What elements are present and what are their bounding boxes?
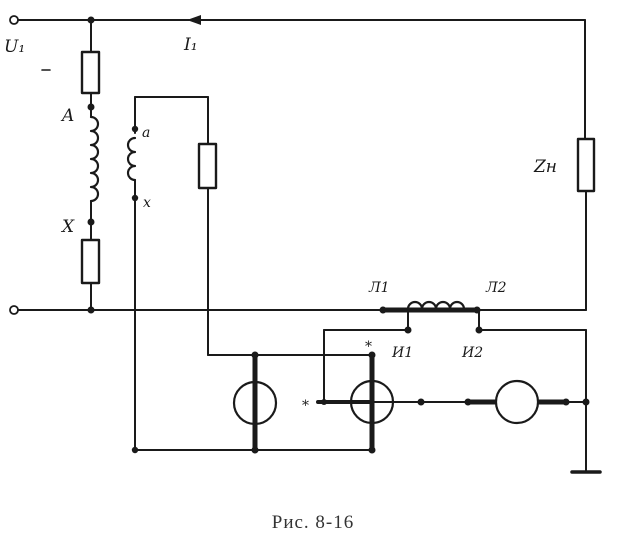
label-a-lower: a: [142, 125, 150, 141]
label-star-left: *: [302, 398, 309, 414]
top-supply-wire: [9, 15, 586, 140]
label-i2-terminal: И2: [461, 345, 483, 361]
label-star-top: *: [365, 339, 372, 355]
load-impedance: [576, 137, 596, 193]
label-x-lower: x: [143, 195, 151, 211]
label-i1: I₁: [183, 35, 198, 55]
label-l1: Л1: [368, 280, 390, 296]
label-i1-terminal: И1: [391, 345, 413, 361]
current-transformer: [323, 300, 587, 403]
ct-coil: [406, 300, 466, 311]
wattmeter-left: [232, 351, 278, 454]
ammeter-right: [464, 379, 590, 425]
bottom-supply-wire: [9, 190, 587, 315]
label-x-upper: X: [60, 217, 75, 237]
label-u1: U₁: [4, 37, 25, 57]
label-l2: Л2: [485, 280, 507, 296]
label-z-load: Zн: [533, 157, 557, 177]
figure-caption: Рис. 8-16: [271, 512, 355, 533]
primary-coil: [89, 115, 100, 203]
secondary-coil: [126, 136, 137, 182]
primary-winding-branch: [80, 16, 101, 314]
label-a-upper: A: [60, 106, 74, 126]
